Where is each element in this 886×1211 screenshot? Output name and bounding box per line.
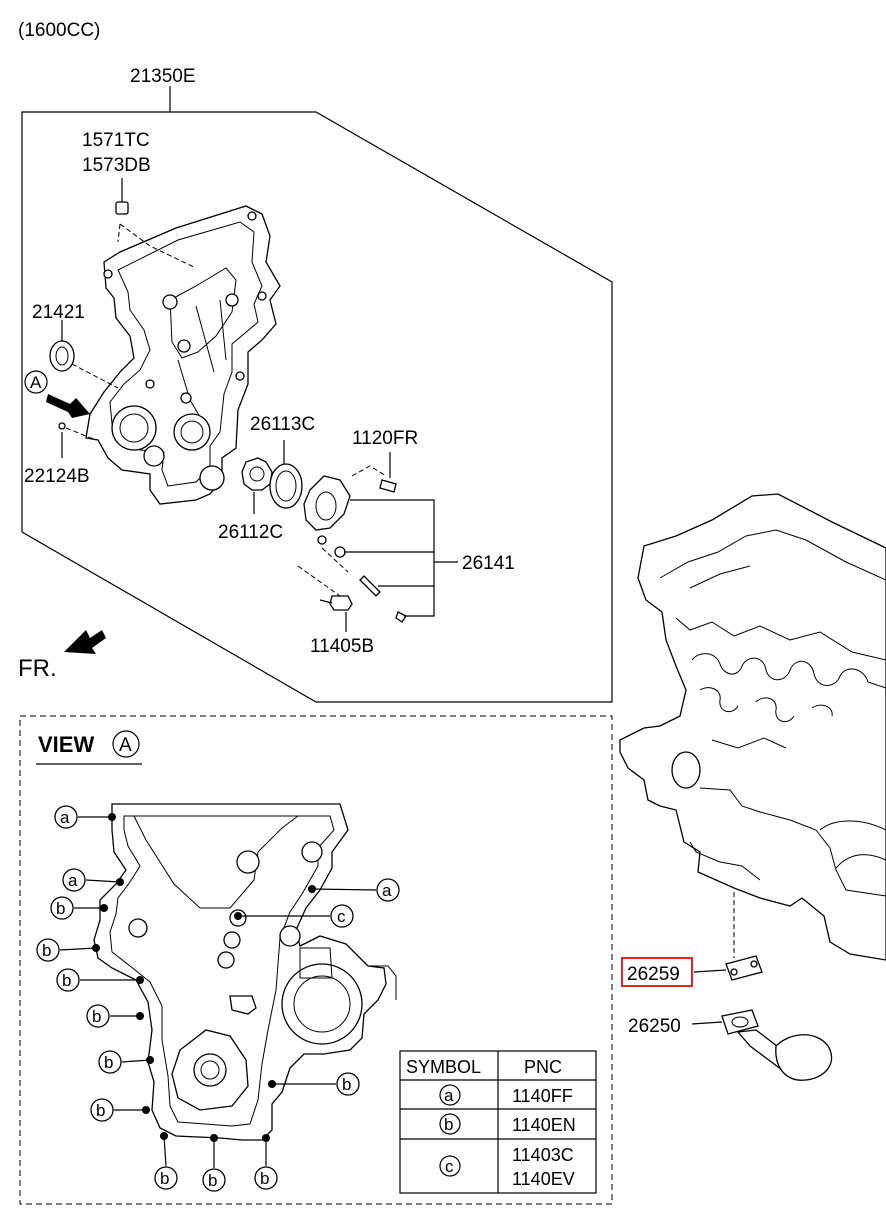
callout-b-4: b xyxy=(86,1004,110,1028)
callout-a-1: a xyxy=(54,805,78,829)
view-a-callout-leaders xyxy=(59,816,377,1168)
table-pnc-c-2[interactable]: 1140EV xyxy=(512,1169,575,1189)
callout-circle xyxy=(98,1050,122,1074)
callout-letter: b xyxy=(62,971,71,990)
callout-a-2: a xyxy=(62,868,86,892)
table-symbol-c: c xyxy=(445,1157,454,1176)
table-symbol-a: a xyxy=(444,1086,454,1105)
callout-circle xyxy=(56,968,80,992)
callout-circle xyxy=(36,938,60,962)
gasket-highlight-box xyxy=(621,957,693,987)
callout-letter: b xyxy=(96,1101,105,1120)
callout-letter: c xyxy=(337,907,346,926)
callout-b-10: b xyxy=(254,1166,278,1190)
view-title: VIEW xyxy=(38,732,94,757)
table-header-pnc: PNC xyxy=(524,1057,562,1077)
callout-b-8: b xyxy=(154,1166,178,1190)
callout-b-5: b xyxy=(98,1050,122,1074)
bolt-part: 11405B xyxy=(297,547,374,657)
pump-cover-part xyxy=(303,465,407,623)
gasket-part-number[interactable]: 26259 xyxy=(627,964,680,985)
callout-letter: b xyxy=(342,1075,351,1094)
callout-b-7: b xyxy=(336,1072,360,1096)
table-symbol-b: b xyxy=(444,1115,453,1134)
strainer-part-number[interactable]: 26250 xyxy=(628,1016,681,1037)
callout-letter: b xyxy=(92,1007,101,1026)
callout-circle xyxy=(330,904,354,928)
callout-circle xyxy=(86,1004,110,1028)
callout-c-1: c xyxy=(330,904,354,928)
callout-a-3: a xyxy=(376,878,400,902)
callout-letter: b xyxy=(56,899,65,918)
oil-seal-part: 21421 xyxy=(32,302,119,389)
callout-letter: a xyxy=(68,871,78,890)
callout-b-9: b xyxy=(202,1168,226,1192)
view-a-marker: A xyxy=(24,370,90,418)
callout-letter: a xyxy=(60,808,70,827)
table-pnc-c-1[interactable]: 11403C xyxy=(512,1145,574,1165)
view-a-callout-dots xyxy=(92,813,316,1142)
pump-kit-bracket: 26141 xyxy=(344,499,515,617)
inner-rotor-part-number[interactable]: 26112C xyxy=(218,522,283,543)
callout-letter: b xyxy=(104,1053,113,1072)
view-title-marker: A xyxy=(119,735,132,756)
plug-part-number-a[interactable]: 1571TC xyxy=(82,130,150,151)
engine-displacement-label: (1600CC) xyxy=(18,20,100,41)
assembly-panel: 21350E xyxy=(21,66,613,703)
strainer-part: 26250 xyxy=(628,1009,833,1081)
callout-b-1: b xyxy=(50,896,74,920)
seal-part-number[interactable]: 21421 xyxy=(32,302,85,323)
front-indicator: FR. xyxy=(18,630,106,682)
assembly-part-number[interactable]: 21350E xyxy=(130,66,196,87)
table-pnc-b[interactable]: 1140EN xyxy=(512,1115,576,1135)
table-pnc-a[interactable]: 1140FF xyxy=(512,1086,573,1106)
gasket-part: 26259 xyxy=(621,892,763,987)
callout-b-6: b xyxy=(90,1098,114,1122)
timing-cover-drawing xyxy=(85,205,281,505)
callout-circle xyxy=(54,805,78,829)
outer-rotor-part-number[interactable]: 26113C xyxy=(250,414,315,435)
callout-letter: b xyxy=(260,1169,269,1188)
callout-b-2: b xyxy=(36,938,60,962)
callout-circle xyxy=(62,868,86,892)
callout-circle xyxy=(336,1072,360,1096)
bolt-part-number[interactable]: 11405B xyxy=(310,636,374,657)
callout-letter: a xyxy=(382,881,392,900)
callout-circle xyxy=(376,878,400,902)
inner-rotor-part: 26112C xyxy=(218,457,283,543)
front-arrow-icon xyxy=(64,630,106,654)
callout-circle xyxy=(50,896,74,920)
callout-circle xyxy=(254,1166,278,1190)
plug-part-number-b[interactable]: 1573DB xyxy=(82,155,151,176)
engine-block-drawing xyxy=(619,493,886,961)
callout-b-3: b xyxy=(56,968,80,992)
view-marker-letter: A xyxy=(30,373,42,392)
plug-part: 1571TC 1573DB xyxy=(82,130,151,215)
pump-kit-part-number[interactable]: 26141 xyxy=(462,553,515,574)
view-a-panel: VIEW A xyxy=(19,715,613,1205)
screw-part: 1120FR xyxy=(352,428,418,493)
callout-circle xyxy=(90,1098,114,1122)
callout-circle xyxy=(202,1168,226,1192)
view-a-callouts: a a a b c b b b b b b b b b xyxy=(36,805,400,1192)
callout-letter: b xyxy=(42,941,51,960)
front-label: FR. xyxy=(18,655,57,682)
callout-letter: b xyxy=(160,1169,169,1188)
pin-part-number[interactable]: 22124B xyxy=(24,466,90,487)
view-direction-arrow-icon xyxy=(46,394,90,418)
symbol-pnc-table: SYMBOL PNC a 1140FF b 1140EN c 11403C 11… xyxy=(399,1050,597,1194)
pin-part: 22124B xyxy=(24,422,97,487)
screw-part-number[interactable]: 1120FR xyxy=(352,428,418,449)
callout-letter: b xyxy=(208,1171,217,1190)
table-header-symbol: SYMBOL xyxy=(406,1057,481,1077)
outer-rotor-part: 26113C xyxy=(250,414,315,509)
callout-circle xyxy=(154,1166,178,1190)
